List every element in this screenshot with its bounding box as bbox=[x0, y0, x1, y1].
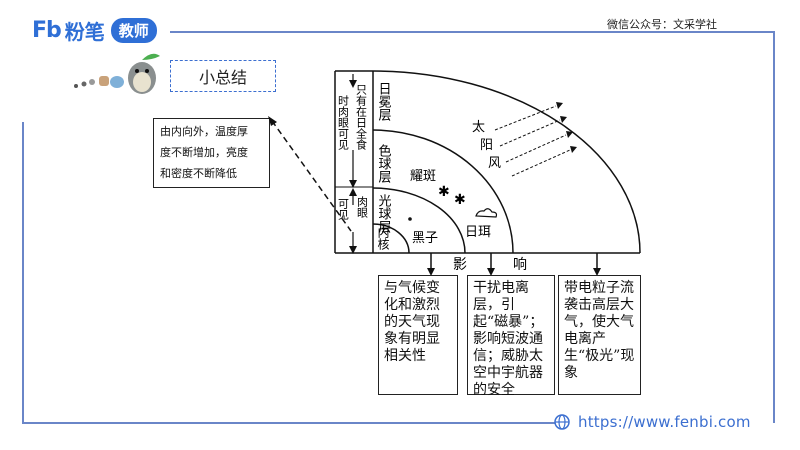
arrow-icon bbox=[560, 116, 567, 123]
arrow-down-icon bbox=[349, 246, 357, 254]
summary-title-box: 小总结 bbox=[170, 60, 276, 92]
effect-text: 带电粒子流袭击高层大气，使大气电离产生“极光”现象 bbox=[564, 280, 635, 381]
arrow-icon bbox=[566, 131, 573, 138]
arrow-down-icon bbox=[349, 180, 357, 188]
note-line: 和密度不断降低 bbox=[160, 167, 237, 180]
logo-text: 粉笔 bbox=[64, 19, 105, 44]
prominence-cloud-icon bbox=[475, 208, 498, 218]
frame-right-line bbox=[773, 31, 775, 423]
flare-star-icon: ✱ bbox=[454, 192, 466, 208]
arrow-icon bbox=[570, 146, 577, 153]
total-eclipse-label: 只有在日全食 bbox=[355, 84, 368, 151]
summary-title: 小总结 bbox=[198, 68, 247, 87]
solar-wind-label-3: 风 bbox=[488, 156, 501, 171]
effects-label-1: 影 bbox=[453, 257, 467, 273]
sunspot-dot-icon bbox=[408, 217, 412, 221]
arrow-up-icon bbox=[349, 188, 357, 196]
footer-url-row[interactable]: https://www.fenbi.com bbox=[556, 413, 751, 431]
flare-star-icon: ✱ bbox=[438, 184, 450, 200]
wechat-account: 微信公众号：文采学社 bbox=[607, 18, 717, 31]
arrow-icon bbox=[556, 102, 563, 109]
effect-box-climate: 与气候变化和激烈的天气现象有明显相关性 bbox=[378, 275, 458, 395]
naked-eye-label: 肉眼 bbox=[356, 196, 369, 219]
frame-top-line bbox=[170, 31, 775, 33]
photosphere-label: 光球层 bbox=[376, 194, 392, 234]
arrow-down-icon bbox=[487, 268, 495, 276]
chromosphere-arc bbox=[372, 129, 514, 254]
effects-label-2: 响 bbox=[513, 257, 527, 273]
frame-bottom-line bbox=[22, 422, 558, 424]
logo-badge: 教师 bbox=[110, 17, 157, 43]
corona-label: 日冕层 bbox=[376, 82, 392, 122]
photosphere-arc bbox=[372, 187, 466, 254]
core-arc bbox=[372, 223, 410, 254]
core-label: 内核 bbox=[376, 226, 390, 250]
corona-arc bbox=[372, 70, 641, 254]
arrow-down-icon bbox=[593, 268, 601, 276]
arrow-down-icon bbox=[349, 80, 357, 88]
mascot-icon bbox=[74, 53, 160, 94]
note-line: 由内向外，温度厚 bbox=[160, 125, 248, 138]
effect-box-ionosphere: 干扰电离层，引起“磁暴”；影响短波通信；威胁太空中宇航器的安全 bbox=[467, 275, 555, 398]
effect-box-aurora: 带电粒子流袭击高层大气，使大气电离产生“极光”现象 bbox=[558, 275, 641, 395]
chromosphere-label: 色球层 bbox=[376, 143, 392, 184]
arrow-down-icon bbox=[427, 268, 435, 276]
footer-url-link[interactable]: https://www.fenbi.com bbox=[578, 413, 751, 431]
note-box: 由内向外，温度厚 度不断增加，亮度 和密度不断降低 bbox=[153, 118, 270, 188]
effect-text: 干扰电离层，引起“磁暴”；影响短波通信；威胁太空中宇航器的安全 bbox=[473, 280, 544, 398]
fenbi-logo: Fb 粉笔 教师 bbox=[32, 16, 157, 44]
frame-left-line bbox=[22, 122, 24, 422]
prominence-label: 日珥 bbox=[465, 225, 491, 240]
naked-eye-visible-label: 时肉眼可见 bbox=[337, 95, 350, 151]
pointer-arrowhead bbox=[268, 116, 277, 126]
logo-mark: Fb bbox=[32, 17, 62, 43]
pointer-dashed-line bbox=[271, 120, 352, 232]
sunspot-label: 黑子 bbox=[412, 231, 438, 246]
solar-wind-label-1: 太 bbox=[472, 120, 485, 135]
globe-icon bbox=[554, 414, 570, 430]
visible-label: 可见 bbox=[337, 198, 350, 221]
solar-wind-arrows bbox=[494, 105, 571, 177]
solar-flare-label: 耀斑 bbox=[410, 169, 436, 184]
note-line: 度不断增加，亮度 bbox=[160, 146, 248, 159]
effect-text: 与气候变化和激烈的天气现象有明显相关性 bbox=[384, 280, 440, 364]
solar-wind-label-2: 阳 bbox=[480, 138, 493, 153]
